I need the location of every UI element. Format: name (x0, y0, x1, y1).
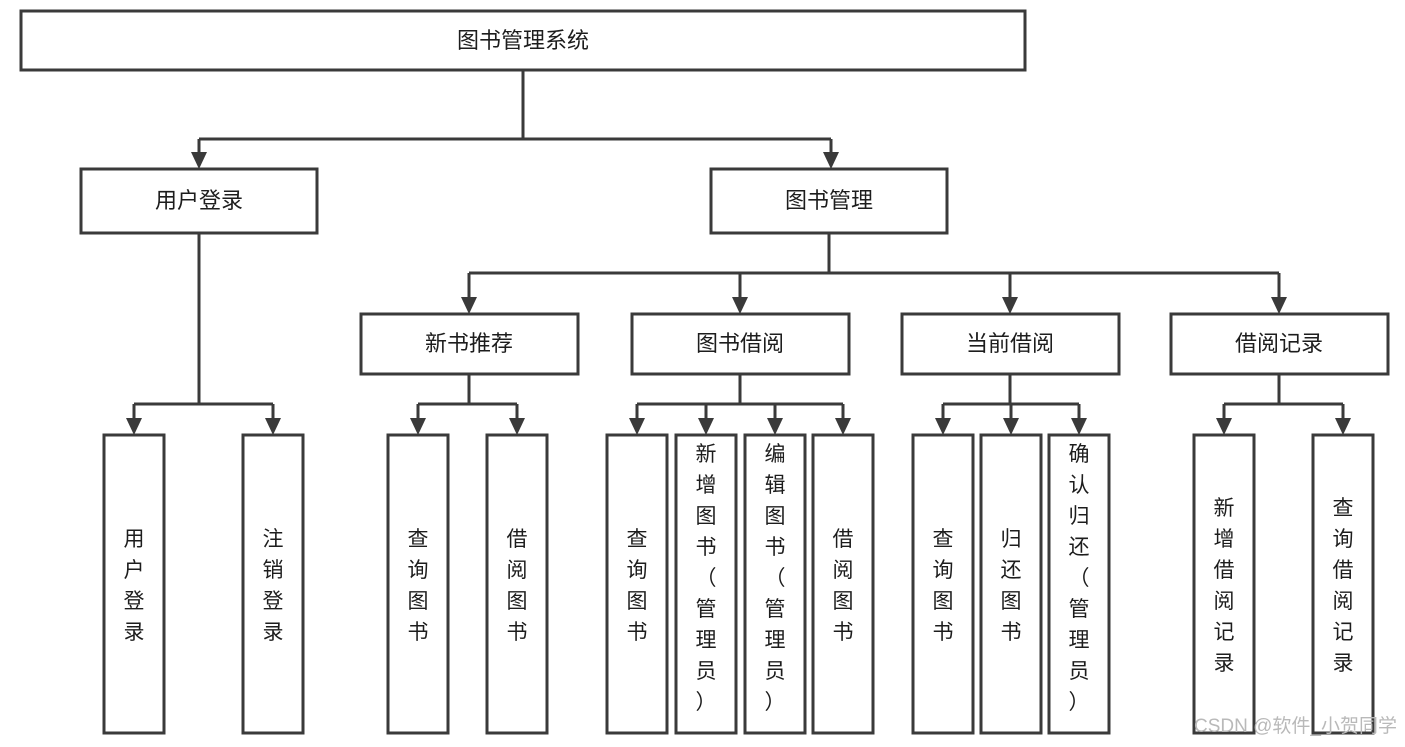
arrowhead-to-leaf-add-book-admin (698, 418, 714, 435)
node-leaf-query-book-current-box (911, 433, 975, 735)
node-leaf-query-borrow-record-label: 查询借阅记录 (1333, 497, 1354, 675)
node-leaf-query-book-borrow[interactable]: 查询图书 (605, 433, 669, 735)
node-leaf-add-book-admin-label: 新增图书（管理员） (696, 443, 717, 714)
arrowhead-to-leaf-edit-book-admin (767, 418, 783, 435)
node-root-box (19, 9, 1027, 72)
arrowhead-to-user-login (191, 152, 207, 169)
node-new-book-recommend-label: 新书推荐 (425, 331, 513, 356)
node-new-book-recommend[interactable]: 新书推荐 (359, 312, 580, 376)
connector-borrowrecord-trunk (1222, 374, 1345, 421)
node-leaf-borrow-book-recommend-label: 借阅图书 (507, 528, 528, 644)
arrowhead-to-leaf-user-logout (265, 418, 281, 435)
node-leaf-user-login[interactable]: 用户登录 (102, 433, 166, 735)
arrowhead-to-leaf-user-login (126, 418, 142, 435)
node-leaf-query-book-borrow-box (605, 433, 669, 735)
node-leaf-user-login-label: 用户登录 (124, 528, 145, 644)
node-leaf-edit-book-admin[interactable]: 编辑图书（管理员） (743, 433, 807, 735)
node-current-borrow[interactable]: 当前借阅 (900, 312, 1121, 376)
node-leaf-return-book-label: 归还图书 (1001, 528, 1022, 644)
node-user-login-label: 用户登录 (155, 188, 243, 213)
node-leaf-return-book[interactable]: 归还图书 (979, 433, 1043, 735)
node-book-borrow[interactable]: 图书借阅 (630, 312, 851, 376)
node-leaf-user-logout-label: 注销登录 (263, 528, 284, 644)
connector-layer (126, 70, 1351, 435)
node-user-login[interactable]: 用户登录 (79, 167, 319, 235)
arrowhead-to-leaf-confirm-return-admin (1071, 418, 1087, 435)
node-leaf-query-book-recommend-label: 查询图书 (408, 528, 429, 644)
node-leaf-query-book-borrow-label: 查询图书 (627, 528, 648, 644)
node-leaf-borrow-book-box (811, 433, 875, 735)
node-book-management-box (709, 167, 949, 235)
node-leaf-query-book-current[interactable]: 查询图书 (911, 433, 975, 735)
connector-userlogin-trunk (132, 233, 275, 421)
node-leaf-user-logout[interactable]: 注销登录 (241, 433, 305, 735)
node-leaf-edit-book-admin-box (743, 433, 807, 735)
arrowhead-to-borrow-record (1271, 297, 1287, 314)
node-new-book-recommend-box (359, 312, 580, 376)
node-leaf-add-book-admin[interactable]: 新增图书（管理员） (674, 433, 738, 735)
node-leaf-borrow-book-recommend[interactable]: 借阅图书 (485, 433, 549, 735)
node-root[interactable]: 图书管理系统 (19, 9, 1027, 72)
connector-currentborrow-trunk (941, 374, 1081, 421)
connector-bookmgmt-trunk (467, 233, 1281, 300)
arrowhead-to-book-borrow (732, 297, 748, 314)
leaf-layer: 用户登录 注销登录 查询图书 借阅图书 查询图书 新增图书（管理员） 编辑图书（管理员） 借阅… (102, 433, 1375, 735)
connector-root-trunk (197, 70, 833, 155)
arrowhead-to-leaf-query-book-recommend (410, 418, 426, 435)
node-book-borrow-box (630, 312, 851, 376)
node-current-borrow-box (900, 312, 1121, 376)
node-root-label: 图书管理系统 (457, 28, 589, 53)
watermark-label: CSDN @软件_小贺同学 (1194, 715, 1397, 737)
node-leaf-query-book-current-label: 查询图书 (933, 528, 954, 644)
arrowhead-to-leaf-query-borrow-record (1335, 418, 1351, 435)
node-borrow-record[interactable]: 借阅记录 (1169, 312, 1390, 376)
node-leaf-add-book-admin-box (674, 433, 738, 735)
node-leaf-edit-book-admin-label: 编辑图书（管理员） (765, 443, 786, 714)
node-current-borrow-label: 当前借阅 (966, 331, 1054, 356)
arrowhead-to-leaf-return-book (1003, 418, 1019, 435)
node-leaf-confirm-return-admin[interactable]: 确认归还（管理员） (1047, 433, 1111, 735)
node-leaf-query-borrow-record-box (1311, 433, 1375, 735)
arrowhead-to-current-borrow (1002, 297, 1018, 314)
node-leaf-add-borrow-record-box (1192, 433, 1256, 735)
node-leaf-add-borrow-record-label: 新增借阅记录 (1214, 497, 1235, 675)
connector-newbook-trunk (416, 374, 519, 421)
arrowhead-to-leaf-query-book-current (935, 418, 951, 435)
node-book-borrow-label: 图书借阅 (696, 331, 784, 356)
node-leaf-confirm-return-admin-box (1047, 433, 1111, 735)
arrowhead-to-new-book-recommend (461, 297, 477, 314)
arrowhead-to-book-management (823, 152, 839, 169)
node-user-login-box (79, 167, 319, 235)
node-leaf-query-book-recommend-box (386, 433, 450, 735)
connector-bookborrow-trunk (635, 374, 845, 421)
node-book-management-label: 图书管理 (785, 188, 873, 213)
node-borrow-record-box (1169, 312, 1390, 376)
node-book-management[interactable]: 图书管理 (709, 167, 949, 235)
node-leaf-query-book-recommend[interactable]: 查询图书 (386, 433, 450, 735)
node-leaf-borrow-book-label: 借阅图书 (833, 528, 854, 644)
arrowhead-to-leaf-borrow-book-recommend (509, 418, 525, 435)
node-leaf-user-logout-box (241, 433, 305, 735)
node-leaf-confirm-return-admin-label: 确认归还（管理员） (1069, 443, 1090, 714)
arrowhead-to-leaf-add-borrow-record (1216, 418, 1232, 435)
node-leaf-add-borrow-record[interactable]: 新增借阅记录 (1192, 433, 1256, 735)
arrowhead-to-leaf-borrow-book (835, 418, 851, 435)
node-leaf-borrow-book[interactable]: 借阅图书 (811, 433, 875, 735)
node-borrow-record-label: 借阅记录 (1235, 331, 1323, 356)
node-leaf-query-borrow-record[interactable]: 查询借阅记录 (1311, 433, 1375, 735)
node-leaf-borrow-book-recommend-box (485, 433, 549, 735)
arrowhead-to-leaf-query-book-borrow (629, 418, 645, 435)
node-leaf-user-login-box (102, 433, 166, 735)
node-leaf-return-book-box (979, 433, 1043, 735)
